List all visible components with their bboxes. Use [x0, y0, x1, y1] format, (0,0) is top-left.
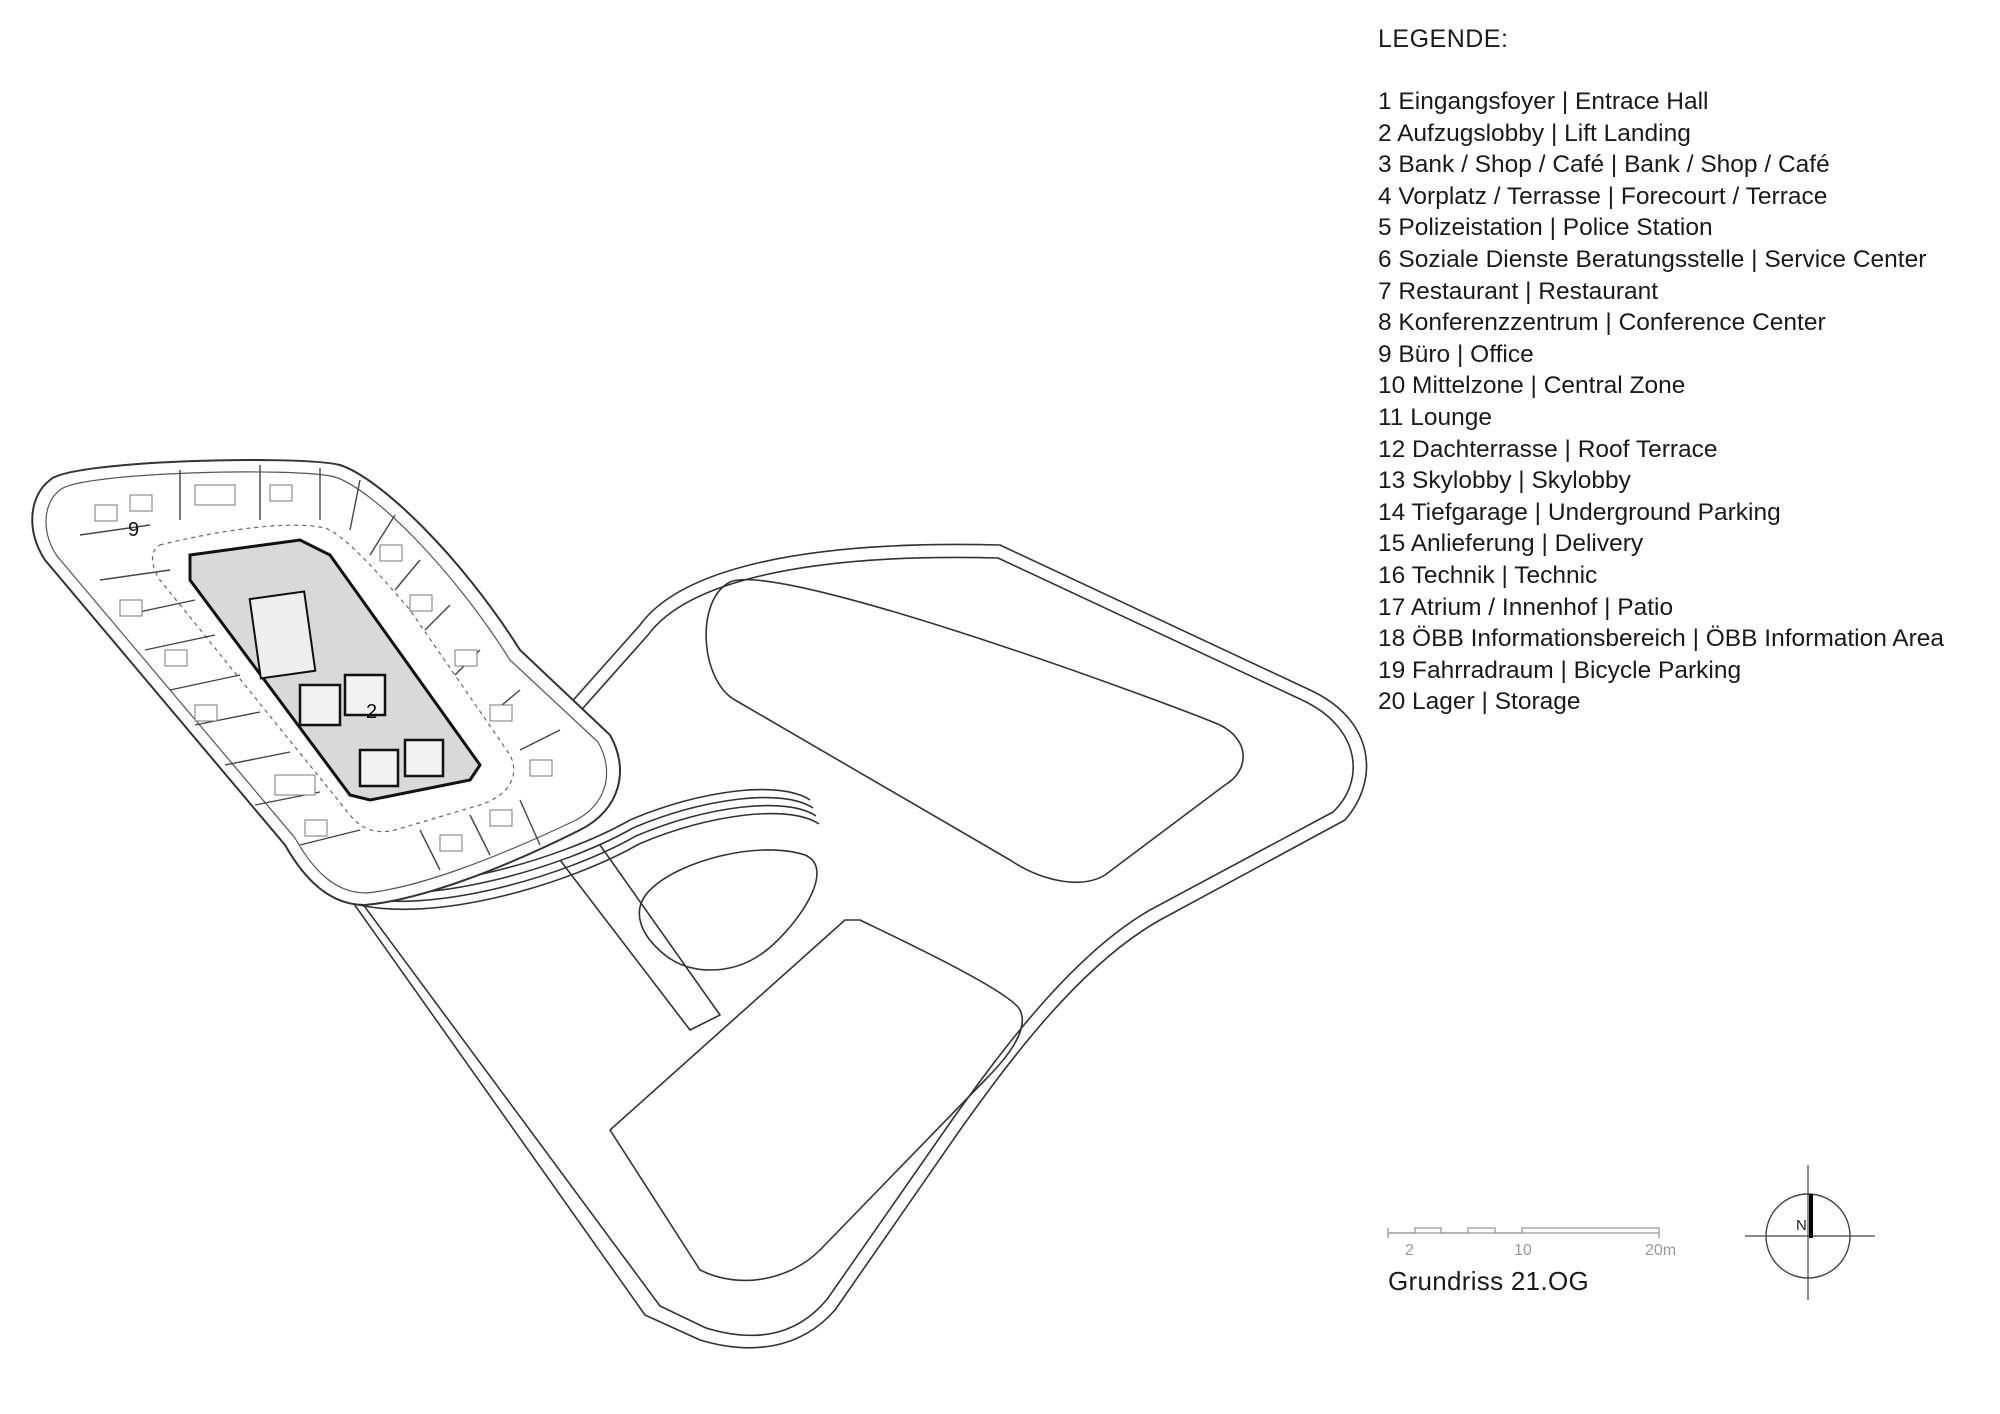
legend-item: 17 Atrium / Innenhof | Patio — [1378, 593, 1674, 621]
legend-item: 18 ÖBB Informationsbereich | ÖBB Informa… — [1378, 625, 1945, 653]
legend-item: 3 Bank / Shop / Café | Bank / Shop / Caf… — [1378, 151, 1830, 179]
legend: LEGENDE: 1 Eingangsfoyer | Entrace Hall 2… — [1378, 22, 1978, 718]
legend-item: 4 Vorplatz / Terrasse | Forecourt / Terr… — [1378, 182, 1828, 210]
stair-block — [248, 590, 317, 680]
inner-court-upper — [705, 578, 1244, 883]
drawing-caption: Grundriss 21.OG — [1388, 1266, 1590, 1296]
inner-court-lower — [609, 919, 1023, 1282]
lift-shaft-4 — [403, 738, 445, 778]
legend-item: 6 Soziale Dienste Beratungsstelle | Serv… — [1378, 245, 1927, 273]
inner-court-teardrop — [638, 849, 818, 971]
legend-list: 1 Eingangsfoyer | Entrace Hall 2 Aufzugsl… — [1378, 86, 1978, 718]
legend-item: 2 Aufzugslobby | Lift Landing — [1378, 119, 1691, 147]
legend-item: 14 Tiefgarage | Underground Parking — [1378, 498, 1781, 526]
left-wedge-line — [559, 844, 721, 1031]
tower-floor-plate: 9 2 — [31, 459, 621, 907]
legend-item: 1 Eingangsfoyer | Entrace Hall — [1378, 88, 1709, 115]
lift-shaft-3 — [358, 748, 400, 788]
scale-label-20m: 20m — [1645, 1242, 1676, 1259]
legend-item: 13 Skylobby | Skylobby — [1378, 467, 1631, 495]
scale-bar — [1387, 1227, 1660, 1238]
legend-item: 10 Mittelzone | Central Zone — [1378, 372, 1686, 400]
legend-item: 7 Restaurant | Restaurant — [1378, 277, 1659, 305]
tower-inner-facade — [45, 471, 608, 894]
legend-item: 12 Dachterrasse | Roof Terrace — [1378, 435, 1718, 463]
legend-item: 5 Polizeistation | Police Station — [1378, 214, 1713, 242]
north-arrow: N — [1745, 1165, 1875, 1300]
sky-bridge-line-4 — [354, 812, 820, 911]
office-desks — [94, 484, 553, 852]
north-arrow-letter: N — [1796, 1217, 1807, 1234]
room-label-lift-landing: 2 — [366, 701, 377, 723]
legend-item: 8 Konferenzzentrum | Conference Center — [1378, 309, 1826, 337]
sky-bridge-line-3 — [349, 804, 817, 903]
corridor-dashed-ring — [151, 524, 515, 833]
legend-item: 11 Lounge — [1378, 403, 1492, 431]
room-label-office: 9 — [128, 519, 139, 541]
legend-title: LEGENDE: — [1378, 25, 1509, 53]
lift-shaft-2 — [343, 673, 387, 717]
legend-item: 19 Fahrradraum | Bicycle Parking — [1378, 656, 1742, 684]
legend-item: 16 Technik | Technic — [1378, 561, 1598, 589]
scale-label-2: 2 — [1405, 1242, 1414, 1259]
legend-item: 20 Lager | Storage — [1378, 688, 1581, 716]
lift-shaft-1 — [298, 683, 342, 727]
scale-label-10: 10 — [1514, 1242, 1532, 1259]
legend-item: 15 Anlieferung | Delivery — [1378, 530, 1644, 558]
legend-item: 9 Büro | Office — [1378, 340, 1534, 368]
